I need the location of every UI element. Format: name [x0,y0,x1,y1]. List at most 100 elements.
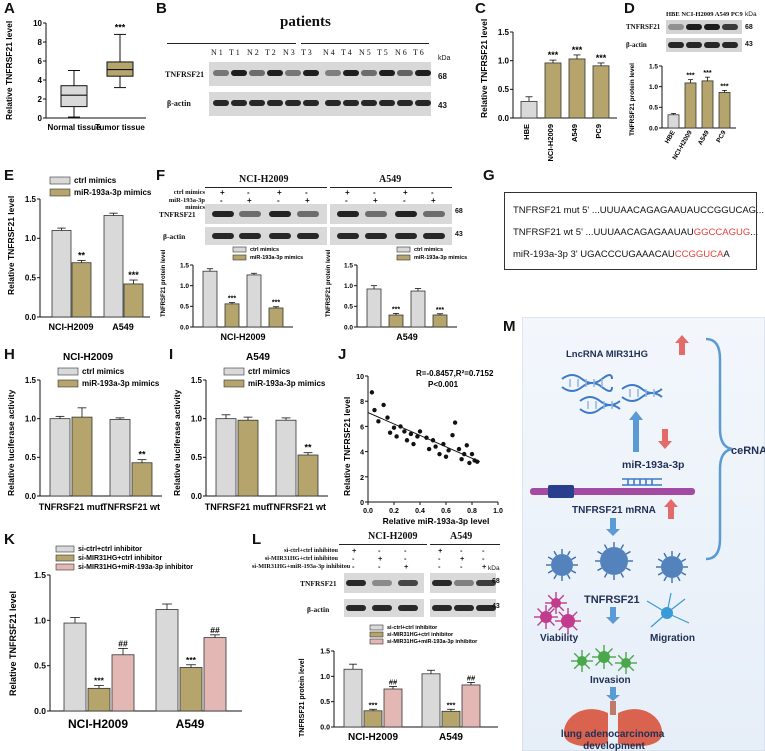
panel-h-legend-swatch [57,367,79,376]
panel-j-point [446,448,451,453]
panel-h-x-label: TNFRSF21 mut [39,502,104,512]
panel-j-ytick-label: 6 [360,424,364,431]
panel-k-sig-label: *** [186,655,197,665]
panel-a-x-label: Tumor tissue [95,123,145,132]
panel-l-legend-label: si-ctrl+ctrl inhibitor [387,625,438,631]
panel-j-scatter: Relative TNFRSF21 level Relative miR-193… [342,369,503,526]
panel-i-ytick-label: 0.5 [191,453,203,462]
panel-b-band-target [249,70,265,76]
panel-j-point [467,460,472,466]
panel-label-a: A [4,0,15,17]
panel-j-xtick-label: 1.0 [493,508,503,515]
panel-i-bar [297,454,319,497]
panel-c-bar [544,62,562,119]
panel-b-kda-title: kDa [438,55,451,62]
panel-f-2-sig-label: *** [436,307,444,314]
panel-l-sign: - [352,562,355,571]
panel-l-group-1: NCI-H2009 [368,531,418,542]
panel-d-sig-label: *** [703,70,711,77]
panel-m-viability-label: Viability [540,633,579,644]
panel-i-sig-label: ** [304,443,312,453]
panel-f-sign: - [247,188,250,197]
panel-m-virus-icon-spike [676,552,681,558]
panel-m-rna-ladder-icons [561,374,663,414]
panel-j-ytick-label: 8 [360,399,364,406]
panel-j-point [464,443,469,448]
panel-f-ylabel-2: TNFRSF21 protein level [326,249,332,317]
panel-l-bar [421,673,441,728]
panel-label-j: J [338,346,347,363]
panel-f-2-legend-label: ctrl mimics [414,247,443,253]
panel-f-x-title-2: A549 [396,332,418,342]
panel-l-band-target [476,580,496,586]
panel-d-band-target [686,24,702,30]
panel-c-barchart: Relative TNFRSF21 level 0.00.51.01.5HBE*… [479,19,617,162]
panel-i-legend-label: ctrl mimics [248,367,291,376]
panel-m-virus-icon-spike [676,576,681,582]
panel-l-sign: + [378,554,383,563]
panel-h-legend-label: ctrl mimics [82,367,125,376]
panel-l-ytick-label: 0.0 [320,724,330,731]
panel-e-x-label: NCI-H2009 [48,322,93,332]
panel-f-band-target [269,211,291,217]
panel-f-sign: + [403,188,408,197]
panel-d-bar [701,80,714,129]
panel-b-band-target [231,70,247,76]
panel-b-lane-label: N 4 [323,48,335,57]
panel-b-lane-label: T 6 [413,48,424,57]
panel-l-bar [383,688,403,728]
panel-f-band-target [239,211,261,217]
panel-l-legend-swatch [369,638,384,645]
panel-l-band-actin [476,605,496,611]
panel-f-2-bar [366,288,382,328]
panel-j-point [408,431,414,437]
panel-f-blot-2 [330,204,452,224]
panel-k-ytick-label: 1.0 [34,615,46,625]
panel-d-band-actin [686,42,702,48]
panel-a-ytick-label: 8 [38,38,43,47]
panel-j-xtick-label: 0.4 [415,508,425,515]
panel-e-bar [123,283,144,318]
panel-i-ytick-label: 1.0 [191,414,203,423]
panel-label-f: F [156,167,166,184]
panel-j-point [443,454,449,459]
panel-k-ytick-label: 0.0 [34,706,46,716]
panel-j-point [456,446,462,452]
panel-l-sig-label: *** [447,700,456,709]
panel-m-invasion-label: Invasion [590,675,631,686]
panel-label-b: B [156,0,167,17]
panel-j-point [433,444,438,449]
panel-b-band-target [285,70,301,76]
panel-j-point [475,459,480,464]
panel-l-sig-label: ## [467,673,476,682]
panel-j-xtick-label: 0.2 [389,508,399,515]
panel-m-down-arrow-2 [606,607,620,624]
panel-f-sign: + [345,188,350,197]
panel-m-virus-icon-spike [620,544,625,550]
panel-j-point [381,402,386,408]
panel-b-lane-label: N 2 [247,48,259,57]
panel-c-x-label: HBE [522,124,531,140]
panel-f-group-1: NCI-H2009 [239,174,289,185]
panel-label-i: I [169,346,174,363]
panel-i-bar [275,419,297,497]
panel-g-line: TNFRSF21 wt 5' ...UUUAACAGAGAAUAUGGCCAGU… [513,227,758,238]
panel-l-band-actin [432,605,452,611]
panel-j-point [391,425,397,430]
panel-g-seq-site: GGCCAGUG [693,227,751,238]
panel-j-point [430,438,436,443]
panel-k-legend-swatch [55,563,75,571]
panel-b-bracket-right [301,43,429,44]
panel-g-seq-plain: TNFRSF21 mut 5' ...UUUAACAGAGAAUAU [513,205,701,216]
panel-m-down-arrow-1 [606,518,620,536]
panel-f-band-actin [212,233,234,239]
panel-c-sig-label: *** [596,53,607,63]
panel-l-kda-43: 43 [492,603,500,610]
panel-f-2-ytick-label: 1.5 [344,262,353,269]
panel-c-bar [568,58,586,119]
panel-l-legend-swatch [369,631,384,638]
panel-label-k: K [4,531,15,548]
panel-f-band-actin [337,233,359,239]
